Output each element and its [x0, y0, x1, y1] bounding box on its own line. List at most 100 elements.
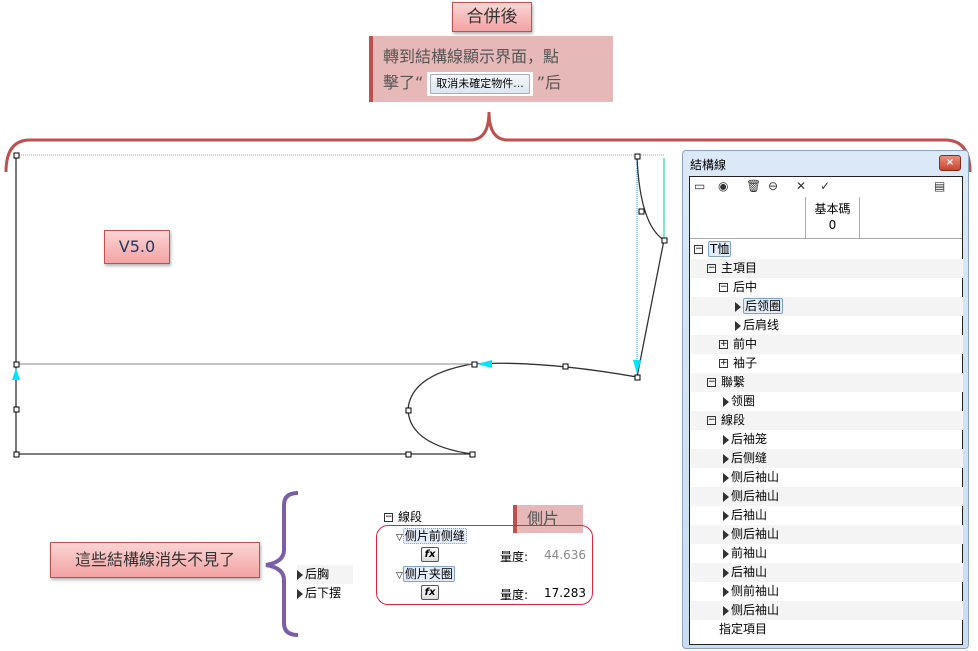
old-item-1[interactable]: ▽侧片前侧缝 — [396, 528, 467, 544]
highlight-ring — [376, 525, 593, 605]
tree-item-label: 后袖山 — [731, 565, 768, 579]
list-icon[interactable]: ▭ — [694, 179, 706, 193]
trash-icon[interactable]: 🗑 — [746, 179, 762, 193]
tree-item[interactable]: 后侧缝 — [691, 449, 963, 468]
tree-item[interactable]: 侧后袖山 — [691, 468, 963, 487]
tree-item-label: 前中 — [733, 337, 758, 351]
tree-item-label: 線段 — [721, 413, 746, 427]
link-icon[interactable]: ⊖ — [768, 179, 779, 193]
tree-item[interactable]: −后中 — [691, 278, 963, 297]
close-button[interactable]: × — [939, 155, 961, 171]
tree-item-label: 侧后袖山 — [731, 470, 780, 484]
collapse-icon[interactable]: − — [719, 282, 728, 292]
tree-item[interactable]: 后袖山 — [691, 506, 963, 525]
delete-x-icon[interactable]: ✕ — [796, 179, 807, 193]
column-header: 基本碼 0 — [690, 197, 962, 239]
expand-triangle-icon[interactable] — [735, 301, 741, 312]
old-section-xianduan[interactable]: −線段 — [384, 508, 422, 527]
panel-body: ▭◉🗑⊖✕✓▤ 基本碼 0 −T恤−主項目−后中后领圈后肩线+前中+袖子−聯繫领… — [689, 176, 963, 645]
expand-triangle-icon[interactable] — [723, 586, 729, 597]
tree-item-label: 侧后袖山 — [731, 527, 780, 541]
tree-item[interactable]: 指定項目 — [691, 620, 963, 639]
expand-triangle-icon[interactable] — [723, 472, 729, 483]
old-item-houxiabai[interactable]: 后下摆 — [297, 584, 341, 603]
expand-triangle-icon[interactable] — [723, 548, 729, 559]
instruction-prefix: 擊了“ — [383, 73, 424, 92]
tree-item-label: 聯繫 — [721, 375, 746, 389]
tree-item[interactable]: 侧后袖山 — [691, 601, 963, 620]
item-label: 后胸 — [305, 567, 330, 581]
tree-item-label: 后袖笼 — [731, 432, 768, 446]
tree-item[interactable]: 后袖山 — [691, 563, 963, 582]
tree-item-label: T恤 — [708, 241, 732, 257]
tree-item-label: 袖子 — [733, 356, 758, 370]
version-badge: V5.0 — [104, 230, 170, 264]
expand-triangle-icon[interactable] — [723, 396, 729, 407]
left-brace — [265, 491, 299, 637]
tree-item-label: 侧后袖山 — [731, 489, 780, 503]
tree-item[interactable]: 后肩线 — [691, 316, 963, 335]
tree-item-label: 后中 — [733, 280, 758, 294]
section-label: 線段 — [398, 510, 423, 524]
instruction-suffix: ”后 — [536, 73, 562, 92]
merged-label: 合併後 — [452, 2, 532, 32]
collapse-icon[interactable]: − — [707, 263, 716, 273]
expand-triangle-icon[interactable] — [735, 320, 741, 331]
tree-item[interactable]: 前袖山 — [691, 544, 963, 563]
tree-item-label: 领圈 — [731, 394, 756, 408]
item-label: 侧片夹圈 — [402, 566, 455, 582]
tree-item[interactable]: 领圈 — [691, 392, 963, 411]
old-item-2[interactable]: ▽侧片夹圈 — [396, 566, 455, 582]
fx-button[interactable]: fx — [421, 547, 439, 562]
expand-triangle-icon[interactable] — [723, 605, 729, 616]
tree-item[interactable]: −T恤 — [691, 240, 963, 259]
expand-triangle-icon — [297, 588, 303, 599]
expand-icon[interactable]: + — [719, 339, 728, 349]
fx-button[interactable]: fx — [421, 585, 439, 600]
tree-item-label: 后袖山 — [731, 508, 768, 522]
measure-value: 44.636 — [544, 548, 586, 562]
item-label: 侧片前侧缝 — [402, 528, 467, 544]
measure-value: 17.283 — [544, 586, 586, 600]
expand-triangle-icon[interactable] — [723, 453, 729, 464]
expand-triangle-icon[interactable] — [723, 434, 729, 445]
cyan-arrows — [12, 360, 641, 380]
missing-lines-note: 這些結構線消失不見了 — [50, 542, 260, 578]
tree-item[interactable]: 侧后袖山 — [691, 487, 963, 506]
top-brace — [4, 111, 972, 173]
panel-title: 結構線 — [690, 158, 727, 172]
panel-toolbar: ▭ ◉ 🗑 ⊖ ✕ ✓ ▤ — [690, 177, 962, 197]
tree-item-label: 后肩线 — [743, 318, 780, 332]
expand-triangle-icon — [297, 569, 303, 580]
tree-item[interactable]: −主項目 — [691, 259, 963, 278]
tree-item-label: 主項目 — [721, 261, 758, 275]
side-piece-label: 側片 — [513, 505, 583, 533]
document-menu-icon[interactable]: ▤ — [934, 179, 946, 193]
expand-triangle-icon[interactable] — [723, 510, 729, 521]
expand-icon[interactable]: + — [719, 358, 728, 368]
tree-item-label: 后领圈 — [743, 298, 784, 314]
eye-icon[interactable]: ◉ — [718, 179, 729, 193]
collapse-icon[interactable]: − — [707, 415, 716, 425]
collapse-icon[interactable]: − — [707, 377, 716, 387]
column-header-label: 基本碼 — [814, 202, 851, 216]
pattern-outline — [15, 156, 665, 455]
tree-item[interactable]: −聯繫 — [691, 373, 963, 392]
expand-triangle-icon[interactable] — [723, 491, 729, 502]
tree-item[interactable]: 侧后袖山 — [691, 525, 963, 544]
measure-label: 量度: — [500, 588, 529, 602]
old-item-houxiong[interactable]: 后胸 — [297, 565, 353, 584]
check-icon[interactable]: ✓ — [820, 179, 831, 193]
tree-item[interactable]: + 前中 — [691, 335, 963, 354]
collapse-icon[interactable]: − — [694, 244, 703, 254]
tree-item[interactable]: + 袖子 — [691, 354, 963, 373]
tree-item[interactable]: 侧前袖山 — [691, 582, 963, 601]
tree-item[interactable]: 后袖笼 — [691, 430, 963, 449]
structure-line-panel: 結構線 × ▭◉🗑⊖✕✓▤ 基本碼 0 −T恤−主項目−后中后领圈后肩线+前中+… — [682, 150, 969, 649]
expand-triangle-icon[interactable] — [723, 529, 729, 540]
expand-triangle-icon[interactable] — [723, 567, 729, 578]
tree-item[interactable]: 后领圈 — [691, 297, 963, 316]
instruction-line1: 轉到結構線顯示界面，點 — [383, 47, 560, 66]
tree-item[interactable]: −線段 — [691, 411, 963, 430]
